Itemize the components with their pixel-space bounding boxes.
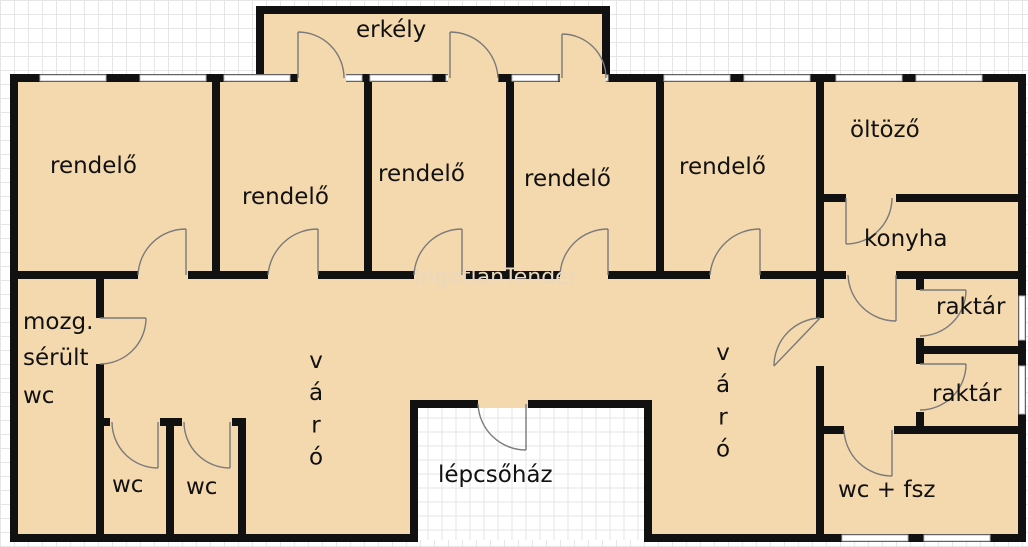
door-konyha — [845, 197, 893, 245]
window — [223, 74, 291, 82]
label-rendelo-4: rendelő — [524, 166, 611, 192]
windows — [39, 74, 1026, 542]
door-rendelo-5 — [709, 228, 761, 276]
window — [743, 74, 811, 82]
label-raktar-2: raktár — [932, 381, 1002, 407]
door-hall-right — [847, 274, 897, 322]
label-erkely: erkély — [356, 17, 426, 43]
label-mozg-line3: wc — [23, 383, 54, 409]
label-konyha: konyha — [864, 226, 947, 252]
window — [841, 534, 909, 542]
label-oltozo: öltöző — [850, 117, 920, 143]
label-rendelo-5: rendelő — [679, 154, 766, 180]
door-wc-1 — [111, 421, 159, 469]
door-rendelo-2 — [267, 228, 319, 276]
window — [915, 74, 983, 82]
door-rendelo-3 — [413, 228, 463, 276]
door-openings — [96, 74, 924, 434]
door-varo-right — [773, 317, 821, 367]
balcony-floor — [260, 10, 606, 78]
door-rendelo-1 — [137, 228, 187, 276]
window — [369, 74, 433, 82]
label-rendelo-3: rendelő — [378, 161, 465, 187]
door-wc-fsz — [843, 429, 893, 477]
window — [1018, 365, 1026, 415]
label-raktar-1: raktár — [936, 294, 1006, 320]
door-raktar-1 — [919, 289, 967, 337]
window — [1018, 295, 1026, 341]
door-lepcsohaz — [477, 403, 527, 451]
door-wc-2 — [183, 421, 231, 469]
label-rendelo-2: rendelő — [242, 184, 329, 210]
door-rendelo-4 — [559, 228, 609, 276]
door-raktar-2 — [919, 363, 967, 411]
room-labels: erkély rendelő rendelő rendelő rendelő r… — [23, 17, 1006, 503]
door-erkely-1 — [297, 31, 345, 79]
door-erkely-2 — [449, 31, 499, 79]
label-wc-2: wc — [186, 474, 217, 500]
label-mozg-line2: sérült — [23, 345, 89, 371]
window — [663, 74, 731, 82]
label-rendelo-1: rendelő — [50, 153, 137, 179]
window — [39, 74, 107, 82]
label-wc-1: wc — [112, 472, 143, 498]
window — [139, 74, 207, 82]
stairwell-area — [414, 404, 648, 540]
doors — [99, 31, 967, 477]
watermark: IngatlanTender — [414, 265, 579, 290]
window — [511, 74, 559, 82]
stairwell-grid — [414, 404, 648, 540]
door-erkely-3 — [561, 33, 607, 79]
window — [923, 534, 991, 542]
label-mozg-line1: mozg. — [23, 309, 93, 335]
label-wc-fsz: wc + fsz — [838, 477, 936, 503]
door-mozg-wc — [99, 317, 147, 365]
window — [835, 74, 903, 82]
label-lepcsohaz: lépcsőház — [438, 462, 553, 488]
